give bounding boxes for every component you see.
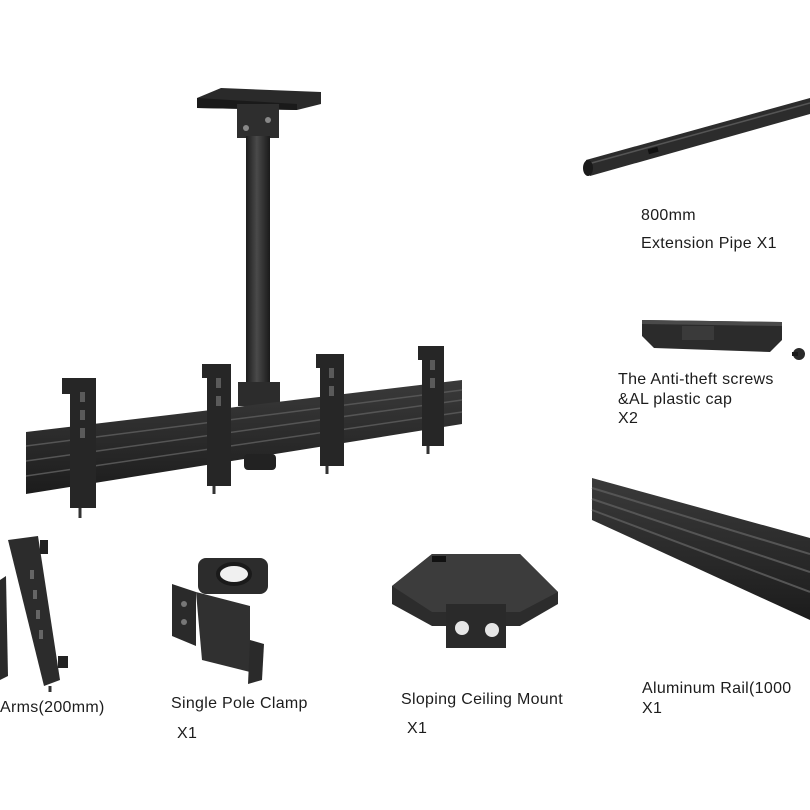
pole-clamp-image <box>172 558 268 684</box>
aluminum-rail-qty: X1 <box>642 700 663 717</box>
pole-clamp-qty: X1 <box>177 725 198 742</box>
pole-clamp-label: Single Pole Clamp <box>171 695 308 712</box>
aluminum-rail-label: Aluminum Rail(1000 <box>642 680 792 697</box>
ceiling-mount-label: Sloping Ceiling Mount <box>401 691 563 708</box>
anti-theft-label-line1: The Anti-theft screws <box>618 371 774 388</box>
arms-label: Arms(200mm) <box>0 699 105 716</box>
ceiling-mount-qty: X1 <box>407 720 428 737</box>
extension-pipe-label: Extension Pipe X1 <box>641 235 777 252</box>
sloping-ceiling-mount-image <box>392 554 558 648</box>
extension-pipe-image <box>583 98 810 176</box>
aluminum-rail-image <box>591 478 810 620</box>
assembled-mount-image <box>25 88 463 518</box>
anti-theft-cap-image <box>642 320 805 360</box>
anti-theft-label-line2: &AL plastic cap <box>618 391 733 408</box>
extension-pipe-length: 800mm <box>641 207 696 224</box>
arms-image <box>0 536 68 692</box>
anti-theft-qty: X2 <box>618 410 639 427</box>
